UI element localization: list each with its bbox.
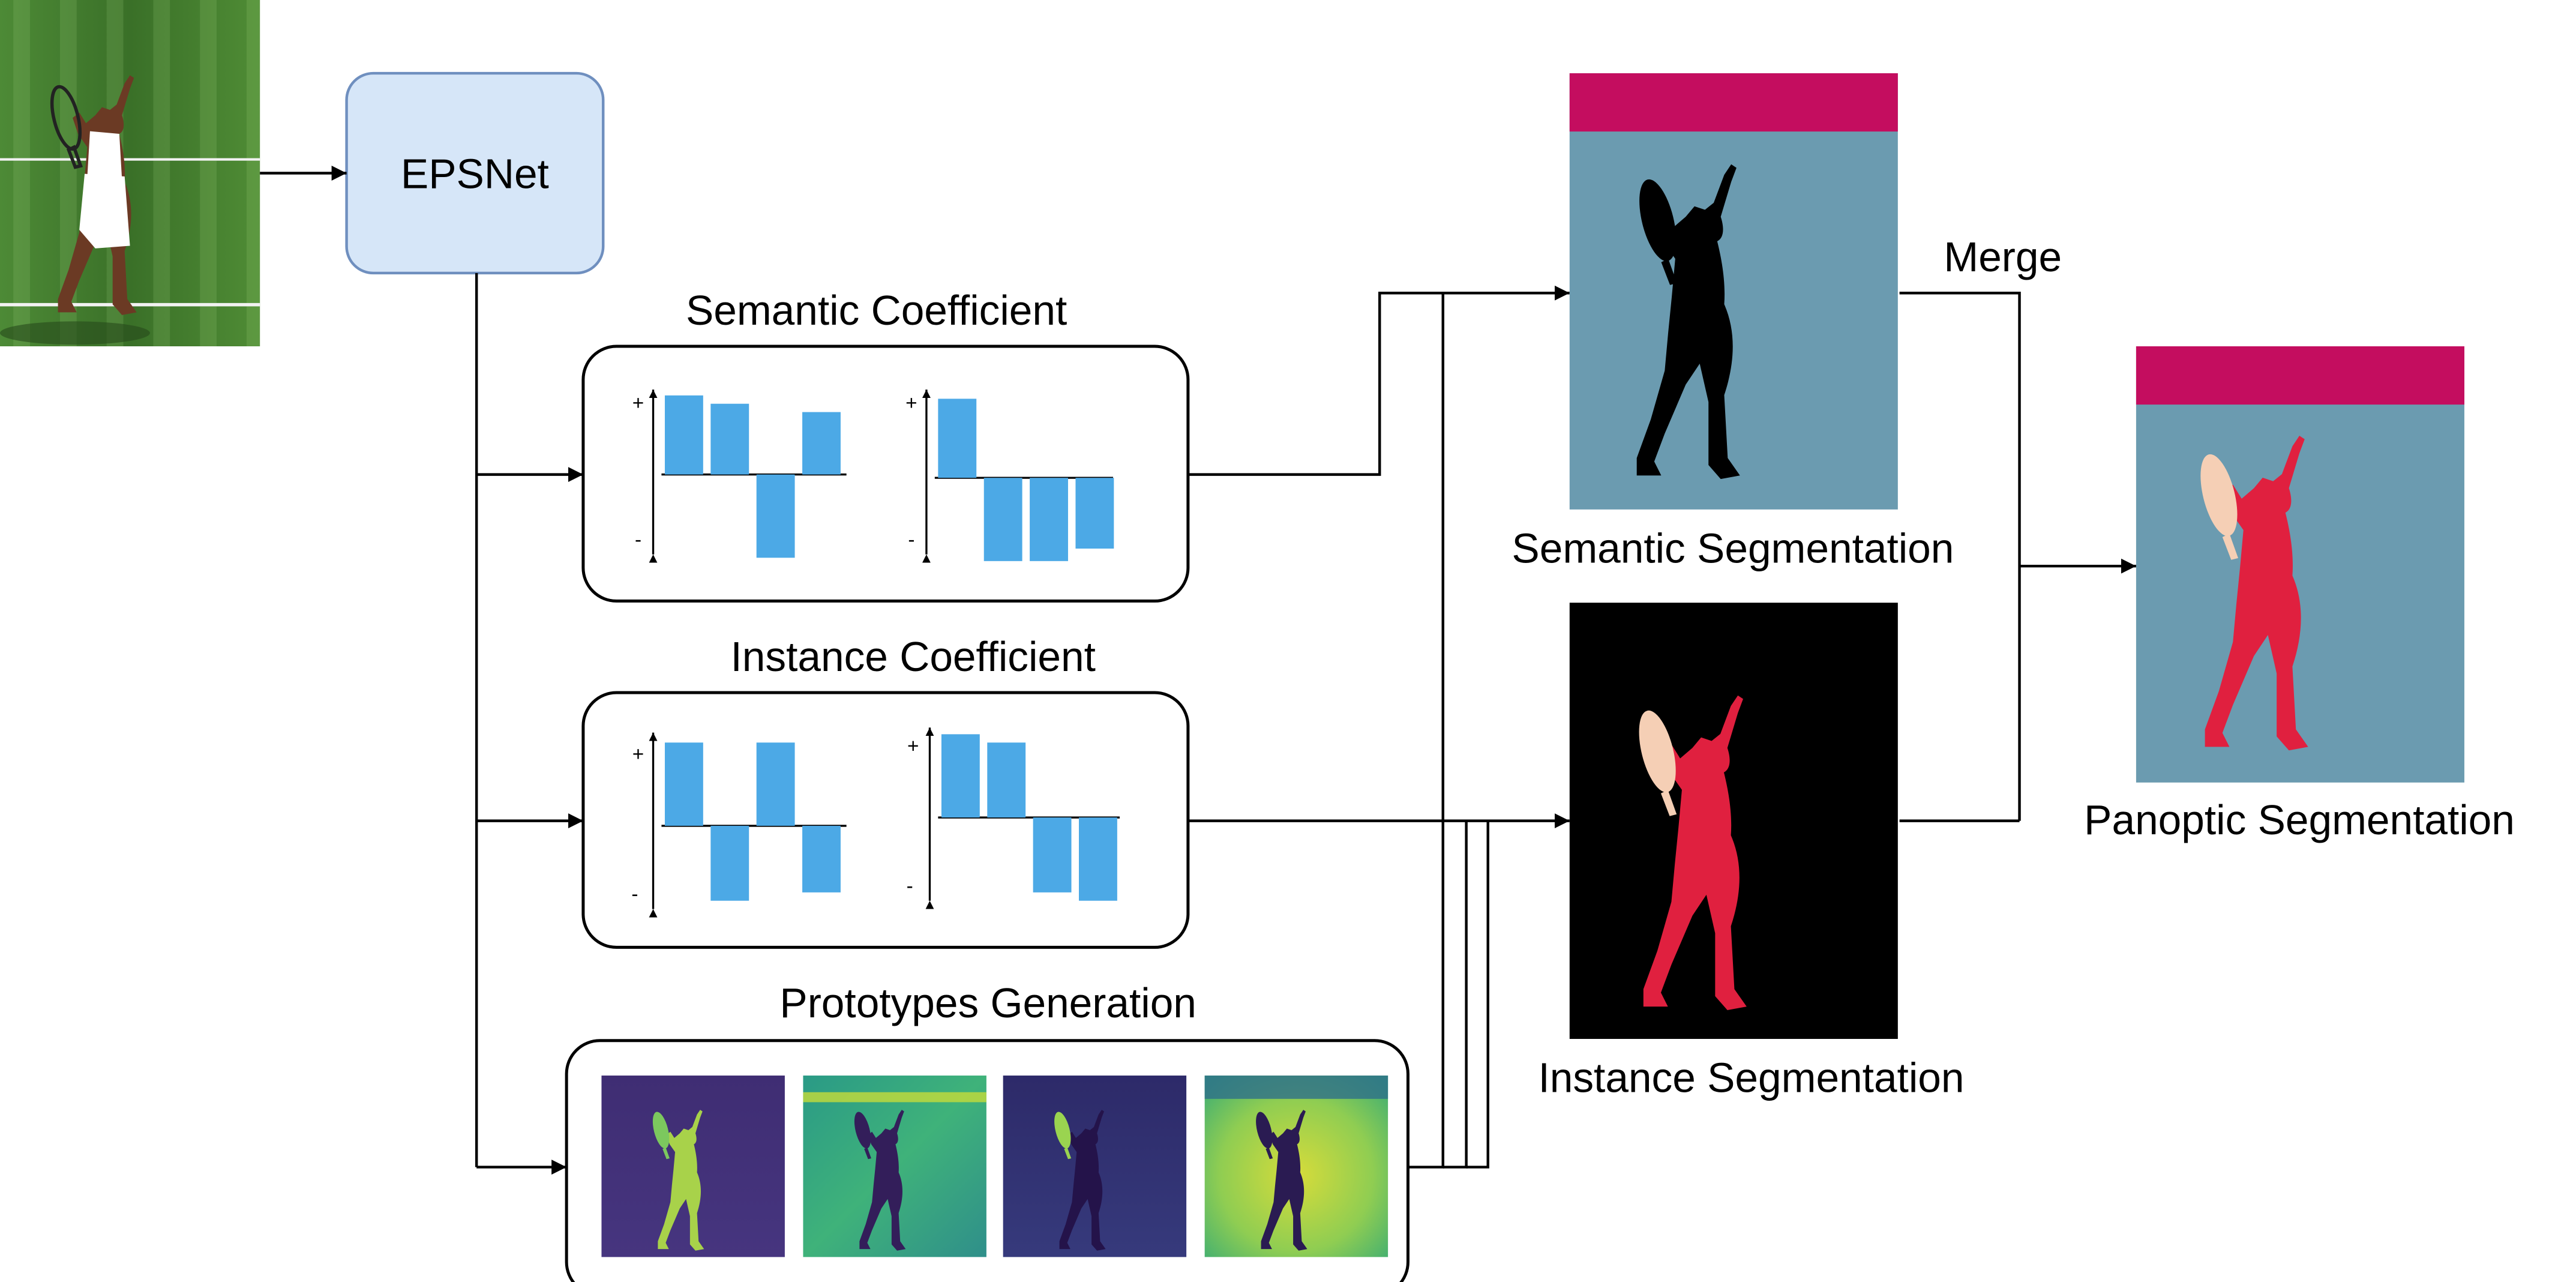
minus-sign: - bbox=[907, 875, 913, 897]
plus-sign: + bbox=[632, 744, 644, 766]
merge-label: Merge bbox=[1944, 233, 2062, 280]
coefficient-bar bbox=[710, 403, 749, 475]
instance-coefficient-box: + - + - bbox=[581, 691, 1190, 949]
semantic-coeff-plot-2: + - bbox=[905, 390, 1114, 563]
plus-sign: + bbox=[907, 735, 919, 757]
instance-coeff-plot-2: + - bbox=[907, 727, 1120, 909]
coefficient-bar bbox=[756, 474, 795, 558]
minus-sign: - bbox=[635, 529, 641, 551]
proto-line-mid bbox=[1443, 820, 1468, 1169]
connectors bbox=[260, 166, 2136, 1175]
coefficient-bar bbox=[983, 478, 1022, 561]
semantic-coeff-plot-1: + - bbox=[632, 390, 847, 563]
epsnet-block: EPSNet bbox=[345, 71, 605, 275]
plus-sign: + bbox=[632, 392, 644, 414]
prototype-map-2 bbox=[803, 1076, 986, 1257]
coefficient-bar bbox=[756, 742, 795, 826]
plus-sign: + bbox=[905, 392, 917, 414]
coefficient-bar bbox=[802, 412, 841, 475]
prototypes-title: Prototypes Generation bbox=[779, 980, 1196, 1026]
input-image bbox=[0, 0, 260, 346]
semantic-coefficient-title: Semantic Coefficient bbox=[686, 287, 1067, 334]
semantic-coefficient-box: + - + - bbox=[581, 345, 1190, 603]
prototype-map-4 bbox=[1204, 1076, 1389, 1257]
panoptic-segmentation-map bbox=[2136, 346, 2464, 783]
minus-sign: - bbox=[631, 883, 638, 906]
prototypes-box bbox=[565, 1039, 1410, 1282]
panoptic-segmentation-label: Panoptic Segmentation bbox=[2084, 796, 2515, 843]
coefficient-bar bbox=[802, 825, 841, 892]
arrow-semcoeff-to-semseg bbox=[1187, 285, 1570, 476]
coefficient-bar bbox=[710, 825, 749, 901]
coefficient-bar bbox=[664, 395, 703, 475]
coefficient-bar bbox=[664, 742, 703, 826]
coefficient-bar bbox=[941, 734, 980, 818]
proto-line-to-instseg bbox=[1466, 820, 1489, 1169]
proto-line-to-semseg bbox=[1408, 293, 1444, 1169]
minus-sign: - bbox=[908, 529, 914, 551]
coefficient-bar bbox=[1030, 478, 1068, 561]
instance-segmentation-label: Instance Segmentation bbox=[1538, 1055, 1964, 1101]
coefficient-bar bbox=[1075, 478, 1114, 549]
semantic-segmentation-label: Semantic Segmentation bbox=[1512, 525, 1954, 572]
prototype-map-1 bbox=[601, 1076, 785, 1257]
prototype-map-3 bbox=[1003, 1076, 1187, 1257]
coefficient-bar bbox=[1033, 817, 1072, 892]
instance-coefficient-title: Instance Coefficient bbox=[731, 633, 1096, 680]
instance-coeff-plot-1: + - bbox=[631, 732, 847, 918]
epsnet-label: EPSNet bbox=[401, 150, 549, 197]
merge-line-semantic bbox=[1899, 292, 2021, 821]
coefficient-bar bbox=[938, 399, 977, 478]
semantic-segmentation-map bbox=[1569, 73, 1898, 510]
coefficient-bar bbox=[1079, 817, 1117, 901]
instance-segmentation-map bbox=[1569, 603, 1898, 1039]
coefficient-bar bbox=[987, 742, 1026, 818]
